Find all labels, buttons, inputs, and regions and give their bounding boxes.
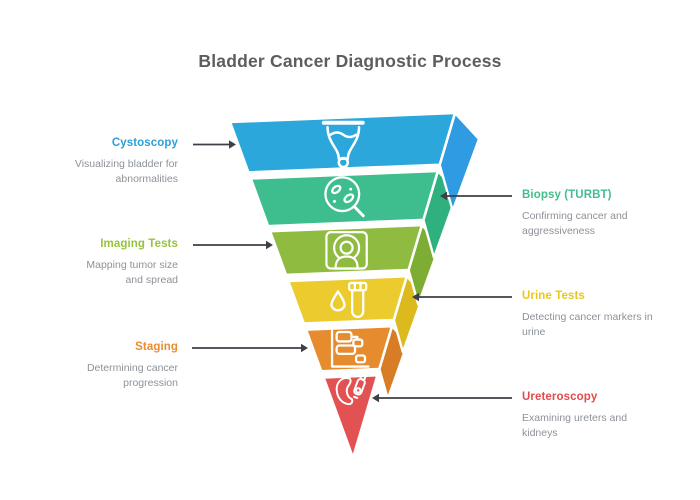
stage-description: Detecting cancer markers in urine	[522, 311, 653, 339]
stage-label-cystoscopy: Cystoscopy Visualizing bladder for abnor…	[66, 137, 178, 187]
cystoscopy-cup-icon	[321, 120, 365, 169]
stage-description: Mapping tumor size and spread	[86, 259, 178, 287]
stage-label-imaging-tests: Imaging Tests Mapping tumor size and spr…	[66, 238, 178, 288]
staging-chart-icon	[330, 329, 370, 368]
arrow-biopsy-turbt	[440, 191, 512, 201]
arrow-staging	[192, 343, 308, 353]
stage-label-staging: Staging Determining cancer progression	[66, 341, 178, 391]
page-title: Bladder Cancer Diagnostic Process	[198, 51, 502, 71]
stage-title: Cystoscopy	[111, 137, 178, 149]
stage-title: Staging	[135, 341, 178, 353]
arrow-imaging-tests	[193, 240, 273, 250]
stage-title: Imaging Tests	[100, 238, 178, 250]
ct-scanner-icon	[325, 230, 368, 270]
stage-title: Ureteroscopy	[522, 391, 598, 403]
stage-label-ureteroscopy: Ureteroscopy Examining ureters and kidne…	[522, 391, 658, 441]
stage-description: Visualizing bladder for abnormalities	[74, 158, 178, 186]
funnel-band-cystoscopy	[228, 111, 457, 174]
arrow-ureteroscopy	[372, 393, 512, 403]
stage-label-biopsy-turbt: Biopsy (TURBT) Confirming cancer and agg…	[522, 189, 658, 239]
stage-description: Examining ureters and kidneys	[522, 412, 628, 440]
stage-description: Confirming cancer and aggressiveness	[522, 210, 628, 238]
arrow-cystoscopy	[193, 140, 236, 149]
funnel-band-urine-tests	[286, 274, 409, 325]
arrow-urine-tests	[412, 292, 512, 302]
stage-title: Biopsy (TURBT)	[522, 189, 612, 201]
biopsy-magnifier-icon	[324, 176, 365, 218]
stage-description: Determining cancer progression	[86, 362, 178, 390]
kidney-scope-icon	[335, 374, 367, 406]
funnel-band-imaging-tests	[268, 223, 424, 277]
stage-label-urine-tests: Urine Tests Detecting cancer markers in …	[522, 290, 658, 340]
urine-test-icon	[330, 281, 368, 319]
funnel-band-ureteroscopy	[322, 373, 379, 460]
stage-title: Urine Tests	[522, 290, 585, 302]
funnel-band-staging	[304, 324, 394, 373]
